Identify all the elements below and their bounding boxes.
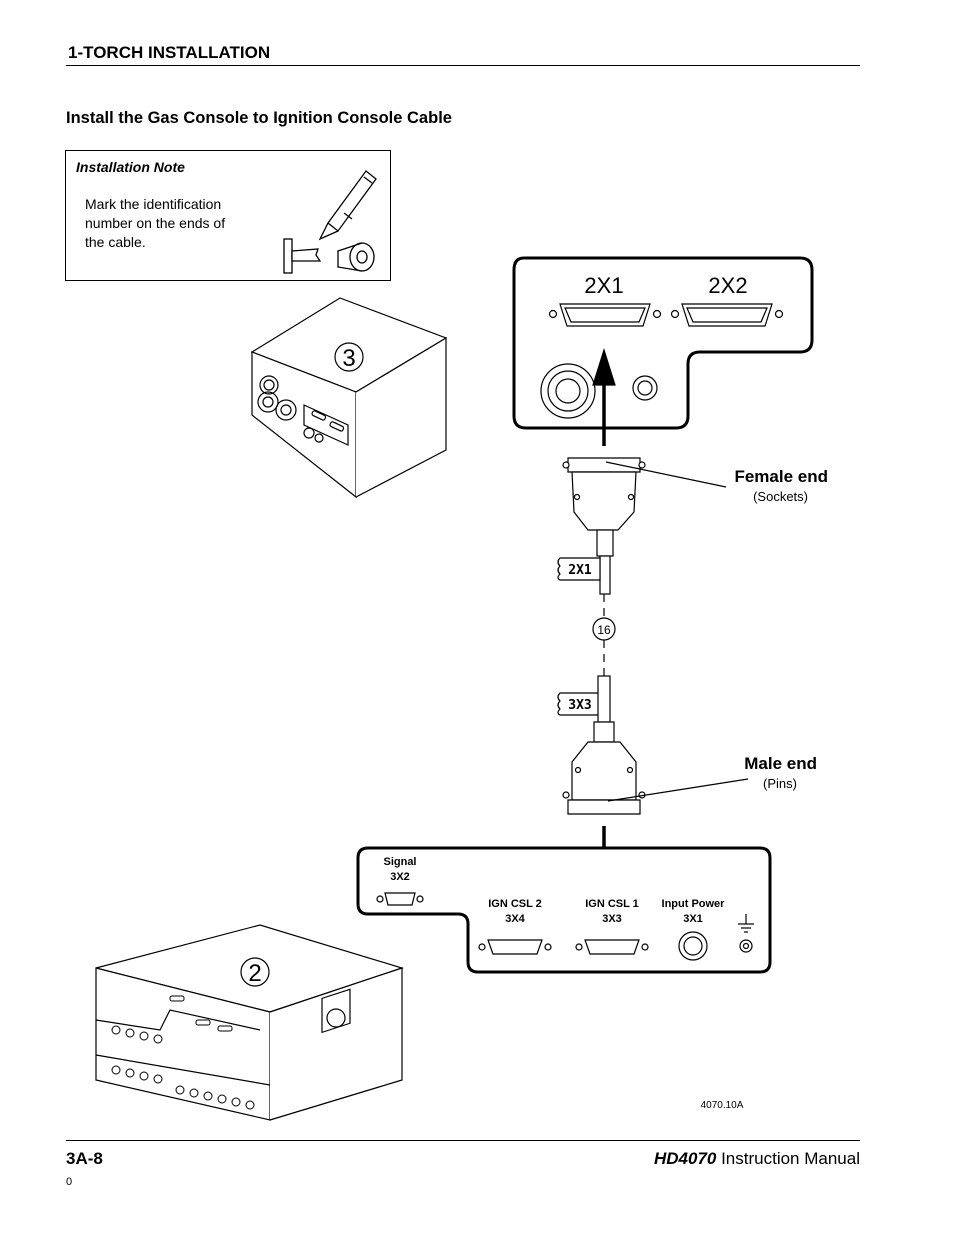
gas-console-panel [512, 256, 814, 430]
ign-csl2-label: IGN CSL 2 [488, 898, 542, 910]
male-end-sub: (Pins) [763, 776, 797, 791]
console-number-2: 2 [248, 960, 261, 987]
cable-tag-3x3: 3X3 [568, 698, 591, 713]
note-line: number on the ends of [85, 215, 226, 231]
connector-3x3 [584, 939, 640, 955]
female-end-sub: (Sockets) [753, 489, 808, 504]
input-power-label: Input Power [662, 898, 726, 910]
female-end-label: Female end [734, 467, 828, 486]
port-label-2x1: 2X1 [584, 273, 623, 298]
input-power-connector-icon [678, 931, 708, 961]
section-title: 1-TORCH INSTALLATION [68, 43, 271, 62]
ign-csl1-port-label: 3X3 [602, 913, 622, 925]
console-number-3: 3 [342, 345, 355, 372]
signal-port-label: 3X2 [390, 871, 410, 883]
console-number-3-circle [334, 342, 364, 372]
input-power-port-label: 3X1 [683, 913, 703, 925]
cable-tag-2x1: 2X1 [568, 563, 592, 578]
connector-3x4 [487, 939, 543, 955]
pen-and-tape-icon [283, 170, 377, 274]
installation-note-box: Installation Note Mark the identificatio… [65, 150, 391, 281]
revision: 0 [66, 1176, 73, 1188]
footer-rule [66, 1140, 860, 1141]
cable-number: 16 [597, 623, 611, 637]
note-line: the cable. [85, 234, 146, 250]
ignition-console-drawing [95, 924, 404, 1121]
male-connector-drawing [562, 675, 646, 815]
note-line: Mark the identification [85, 196, 222, 212]
male-end-label: Male end [744, 754, 817, 773]
figure-id: 4070.10A [701, 1100, 744, 1111]
page-number: 3A-8 [66, 1149, 103, 1168]
ign-csl1-label: IGN CSL 1 [585, 898, 639, 910]
fitting-icon [632, 375, 658, 401]
console-number-2-circle [240, 957, 270, 987]
model-name: HD4070 [653, 1149, 717, 1168]
female-connector-drawing [562, 457, 646, 595]
port-label-2x2: 2X2 [708, 273, 747, 298]
connector-3x2 [384, 892, 416, 906]
up-arrow-icon [592, 347, 616, 386]
ground-stud-icon [739, 939, 753, 953]
header-rule [66, 65, 860, 66]
note-title: Installation Note [76, 159, 185, 175]
ignition-console-panel [356, 846, 772, 974]
round-connector-icon [540, 363, 596, 419]
connector-2x2 [681, 303, 773, 327]
note-text: Mark the identification number on the en… [85, 195, 260, 252]
signal-label: Signal [383, 856, 416, 868]
manual-text: Instruction Manual [716, 1149, 860, 1168]
subheading: Install the Gas Console to Ignition Cons… [66, 109, 452, 127]
gas-console-drawing [250, 297, 448, 499]
manual-title: HD4070 Instruction Manual [654, 1149, 860, 1169]
connector-2x1 [559, 303, 651, 327]
ign-csl2-port-label: 3X4 [505, 913, 525, 925]
ground-symbol-icon [738, 914, 754, 933]
